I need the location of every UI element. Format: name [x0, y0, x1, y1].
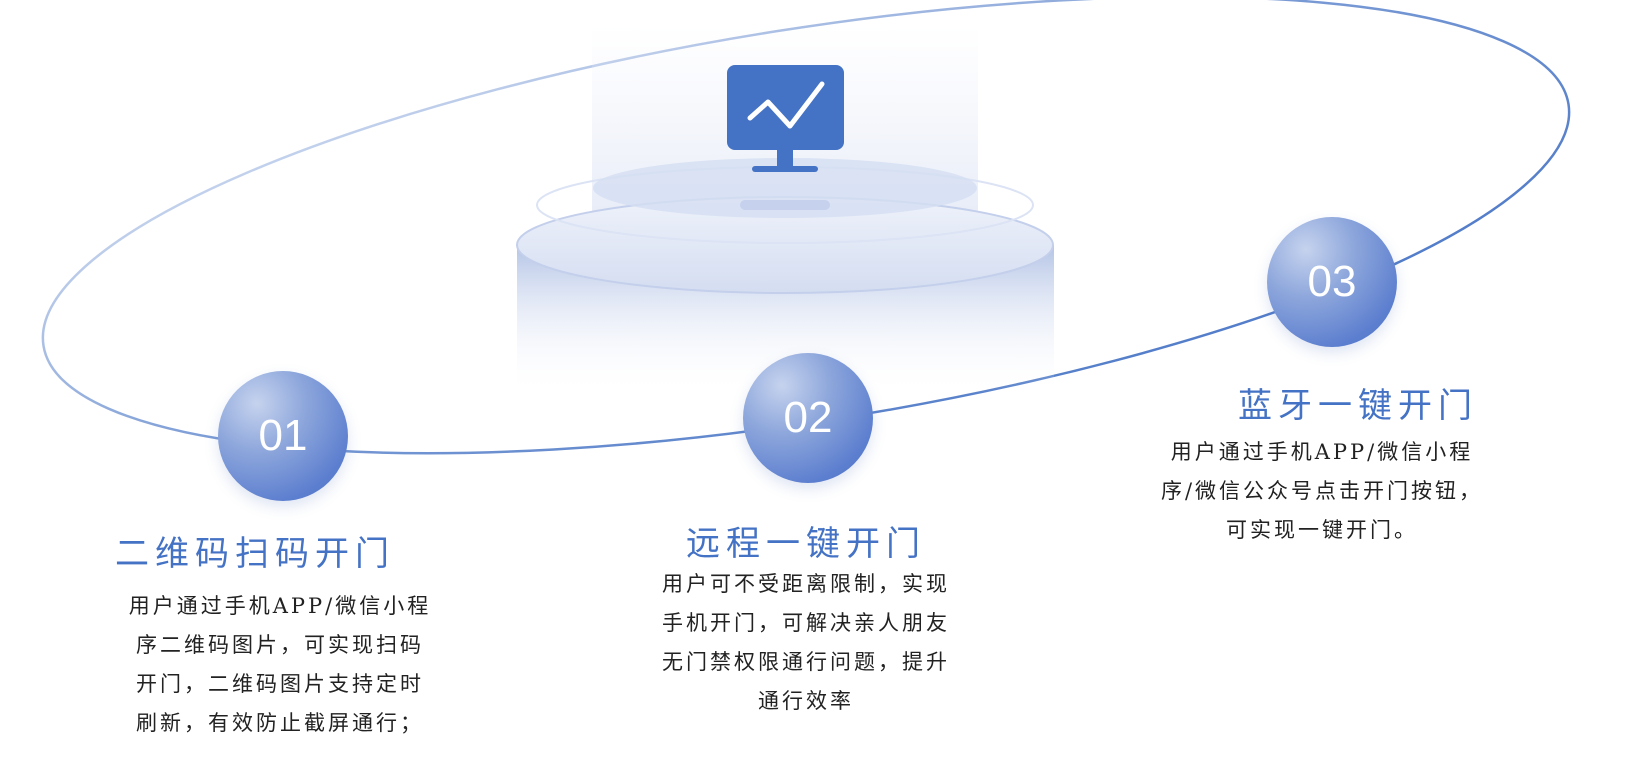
step-3-title: 蓝牙一键开门	[1238, 386, 1478, 426]
text-line: 通行效率	[758, 689, 854, 713]
text-line: 开门，二维码图片支持定时	[136, 672, 424, 696]
text-line: 用户通过手机APP/微信小程	[1170, 440, 1474, 464]
text-line: 序/微信公众号点击开门按钮，	[1160, 479, 1484, 503]
text-line: 手机开门，可解决亲人朋友	[662, 611, 950, 635]
text-line: 序二维码图片，可实现扫码	[136, 633, 424, 657]
text-line: 刷新，有效防止截屏通行；	[136, 711, 424, 735]
step-1-title: 二维码扫码开门	[115, 534, 395, 574]
monitor-trend-icon	[727, 65, 844, 210]
step-2-description: 用户可不受距离限制，实现 手机开门，可解决亲人朋友 无门禁权限通行问题，提升 通…	[616, 565, 996, 721]
step-2-title: 远程一键开门	[686, 524, 926, 564]
step-1-description: 用户通过手机APP/微信小程 序二维码图片，可实现扫码 开门，二维码图片支持定时…	[90, 587, 470, 743]
text-line: 无门禁权限通行问题，提升	[662, 650, 950, 674]
step-3-badge: 03	[1267, 217, 1397, 347]
text-line: 可实现一键开门。	[1226, 518, 1418, 542]
step-2-badge: 02	[743, 353, 873, 483]
step-1-badge: 01	[218, 371, 348, 501]
step-3-description: 用户通过手机APP/微信小程 序/微信公众号点击开门按钮， 可实现一键开门。	[1132, 433, 1512, 550]
text-line: 用户可不受距离限制，实现	[662, 572, 950, 596]
text-line: 用户通过手机APP/微信小程	[128, 594, 432, 618]
